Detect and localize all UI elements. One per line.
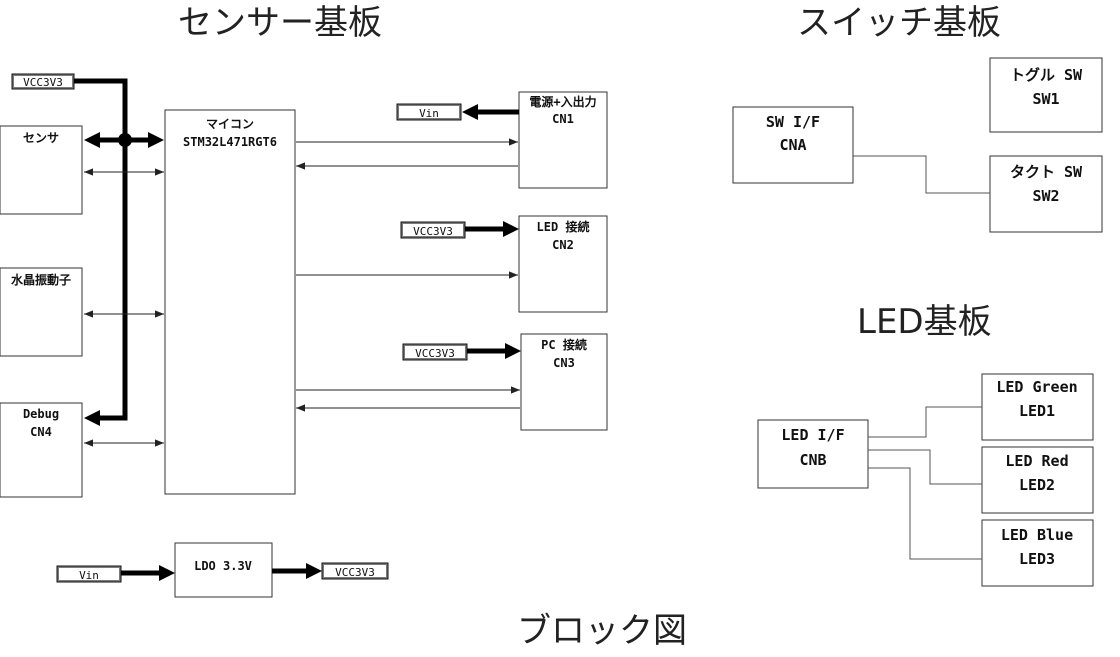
- cn1-id: CN1: [552, 112, 574, 126]
- cn1-box: [518, 91, 608, 189]
- i2c-bus-arrow-left: [84, 132, 100, 148]
- led-blue-label: LED Blue: [1001, 526, 1073, 544]
- led-if-to-red-line: [868, 449, 982, 485]
- vin-tag-cn1-inner: [399, 106, 459, 118]
- cn3-id: CN3: [553, 356, 575, 370]
- led-if-box: [757, 419, 869, 489]
- vcc-tag-cn2-inner: [403, 224, 463, 236]
- debug-label: Debug: [23, 407, 59, 421]
- i2c-bus-arrow-right: [148, 132, 164, 148]
- cn2-box: [518, 215, 608, 313]
- block-diagram-title: ブロック図: [517, 611, 687, 651]
- mcu-box: [164, 109, 296, 495]
- led-red-label: LED Red: [1005, 452, 1068, 470]
- vcc-tag-cn3-text: VCC3V3: [415, 347, 455, 360]
- cn3-label: PC 接続: [541, 337, 587, 352]
- vin-tag-ldo-inner: [59, 568, 119, 580]
- vcc-tag-cn2-text: VCC3V3: [413, 225, 453, 238]
- led-red-box: [981, 446, 1094, 514]
- vcc-cn2-arrowhead: [503, 221, 519, 237]
- sw-if-box: [732, 106, 854, 184]
- toggle-sw-label: トグル SW: [1010, 66, 1083, 84]
- debug-box: [0, 402, 83, 498]
- led-if-to-blue-line: [868, 467, 982, 560]
- cn3-box: [520, 333, 608, 431]
- vin-tag-ldo-text: Vin: [79, 569, 99, 582]
- bus-junction-dot: [118, 133, 132, 147]
- cn2-id: CN2: [552, 238, 574, 252]
- led-if-label: LED I/F: [781, 426, 844, 444]
- sw-if-cn-label: CNA: [779, 136, 806, 154]
- led-blue-box: [981, 519, 1094, 587]
- vcc-power-bus: [74, 78, 128, 421]
- led-red-id: LED2: [1019, 476, 1055, 494]
- vcc-tag-cn3-inner: [405, 346, 465, 358]
- vin-tag-cn1-text: Vin: [419, 107, 439, 120]
- led-green-box: [981, 373, 1094, 441]
- vcc-tag-ldo-text: VCC3V3: [335, 566, 375, 579]
- cn2-label: LED 接続: [537, 219, 590, 234]
- toggle-sw-box: [989, 57, 1103, 133]
- vcc-cn3-arrowhead: [505, 343, 521, 359]
- toggle-sw-id: SW1: [1032, 90, 1059, 108]
- vin-ldo-arrowhead: [159, 565, 175, 581]
- ldo-label: LDO 3.3V: [194, 559, 252, 573]
- sensor-board-title: センサー基板: [178, 3, 382, 43]
- crystal-label: 水晶振動子: [11, 272, 71, 287]
- led-green-label: LED Green: [996, 378, 1077, 396]
- vin-out-arrowhead: [462, 104, 478, 120]
- sensor-label: センサ: [23, 131, 59, 145]
- crystal-box: [0, 267, 83, 357]
- led-board-title: LED基板: [857, 302, 992, 342]
- mcu-label: マイコン: [206, 117, 254, 131]
- led-if-to-green-line: [868, 406, 982, 438]
- vcc-tag-top-inner: [14, 76, 72, 87]
- led-blue-id: LED3: [1019, 550, 1055, 568]
- cn1-label: 電源+入出力: [529, 94, 596, 109]
- sw-if-to-tact-line: [853, 155, 990, 194]
- led-green-id: LED1: [1019, 402, 1055, 420]
- tact-sw-id: SW2: [1032, 187, 1059, 205]
- tact-sw-box: [989, 155, 1103, 233]
- vcc-tag-top-text: VCC3V3: [23, 76, 63, 89]
- sensor-box: [0, 125, 83, 215]
- ldo-box: [174, 542, 273, 598]
- vcc-tag-ldo-inner: [324, 565, 386, 577]
- mcu-part-number: STM32L471RGT6: [183, 135, 277, 149]
- sw-if-label: SW I/F: [766, 113, 820, 131]
- led-if-cn-label: CNB: [799, 451, 826, 469]
- ldo-out-arrowhead: [306, 563, 322, 579]
- switch-board-title: スイッチ基板: [797, 3, 1001, 43]
- debug-power-arrowhead: [84, 410, 100, 426]
- tact-sw-label: タクト SW: [1010, 163, 1083, 181]
- debug-cn-label: CN4: [30, 425, 52, 439]
